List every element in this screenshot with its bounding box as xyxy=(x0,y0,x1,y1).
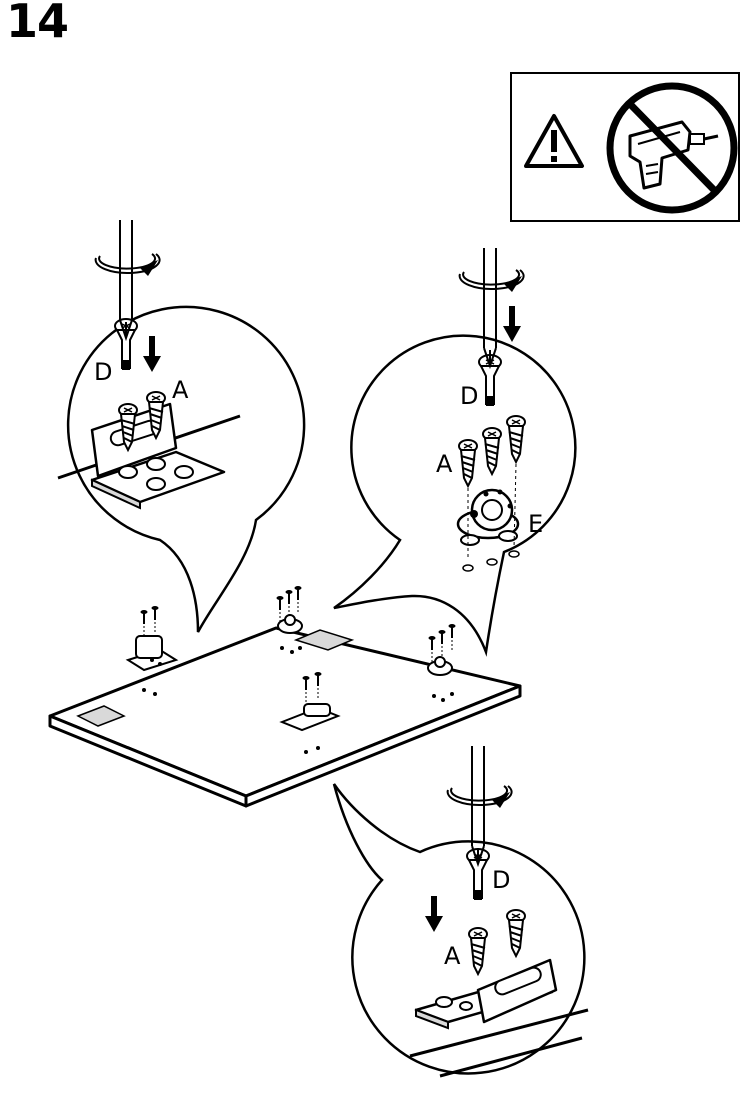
label-screw-a-right: A xyxy=(436,450,453,478)
label-screw-a-left: A xyxy=(172,376,189,404)
label-screw-d-bottom: D xyxy=(492,866,510,894)
warning-triangle-icon xyxy=(524,114,584,168)
label-screw-d-right: D xyxy=(460,382,478,410)
detail-bubble-right: D A E xyxy=(333,247,577,657)
warning-box xyxy=(510,72,740,222)
fitting-round-small-top xyxy=(275,585,303,654)
label-screw-d-left: D xyxy=(94,358,112,386)
panel-board xyxy=(48,626,522,808)
label-screw-a-bottom: A xyxy=(444,942,461,970)
step-number: 14 xyxy=(6,0,69,48)
fitting-bracket-small-left xyxy=(125,605,179,696)
fitting-bracket-small-center xyxy=(279,671,341,754)
fitting-round-small-right xyxy=(427,623,457,702)
detail-bubble-left: D A xyxy=(57,219,306,633)
no-power-drill-icon xyxy=(606,82,738,214)
detail-bubble-bottom: D A xyxy=(332,745,589,1078)
label-fitting-e: E xyxy=(528,510,543,538)
